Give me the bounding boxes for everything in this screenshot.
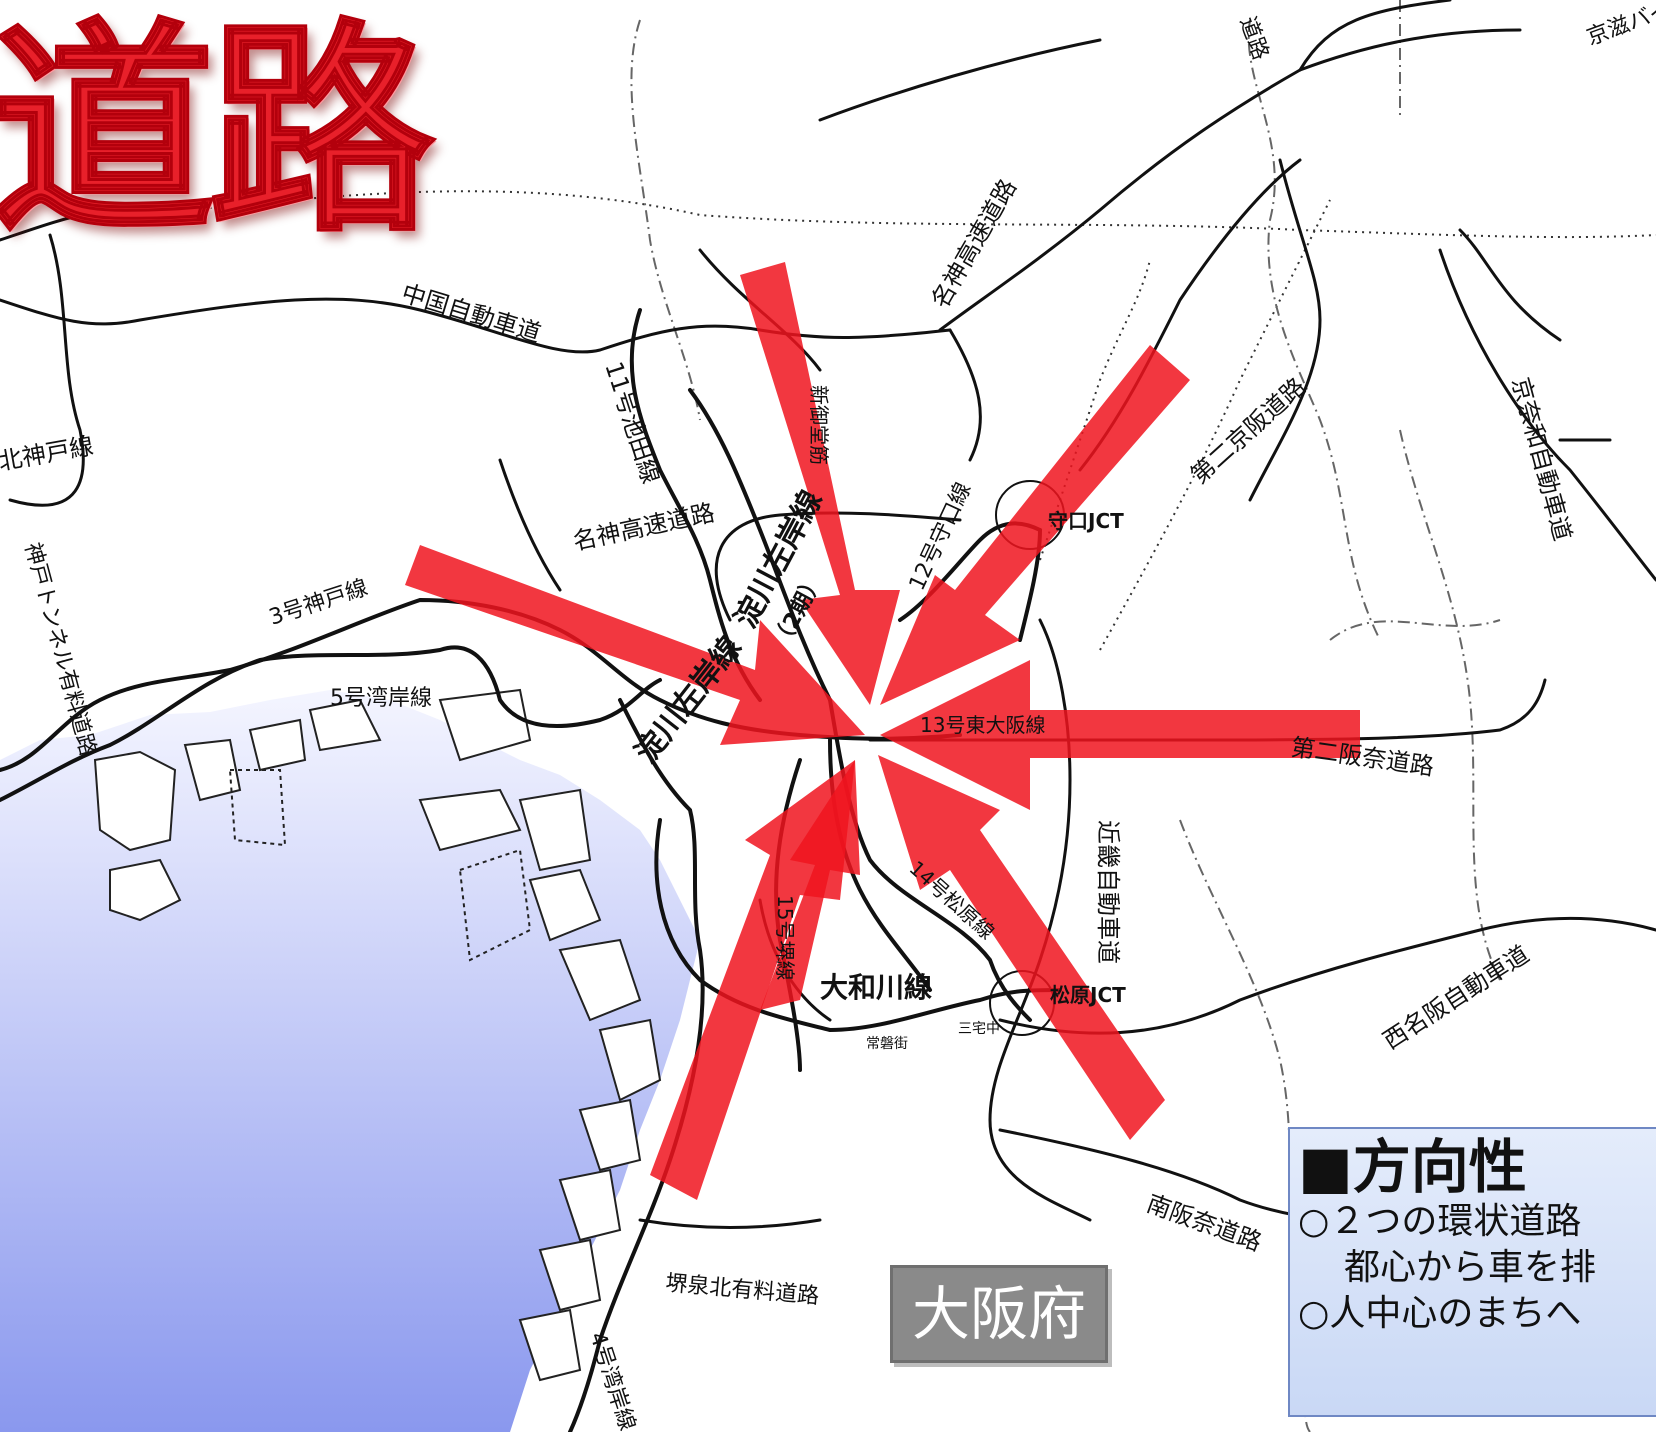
label-kinki: 近畿自動車道: [1094, 820, 1122, 964]
label-nishi-meihan: 西名阪自動車道: [1378, 940, 1534, 1055]
label-tokiwa: 常磐街: [866, 1036, 908, 1052]
prefecture-label: 大阪府: [890, 1265, 1108, 1363]
label-minami-hanna: 南阪奈道路: [1143, 1189, 1265, 1256]
arrow-southeast: [878, 755, 1165, 1140]
arrow-northwest: [405, 545, 865, 745]
label-matsubara-jct: 松原JCT: [1050, 983, 1126, 1007]
label-sakai15: 15号堺線: [773, 895, 797, 980]
label-senboku: 堺泉北有料道路: [664, 1271, 820, 1309]
label-keishiga: 京滋バイパス: [1584, 0, 1656, 51]
info-line-3: ○人中心のまちへ: [1298, 1293, 1582, 1334]
reclaimed-land: [93, 688, 662, 1382]
info-heading: ■方向性: [1298, 1133, 1527, 1201]
arrow-northeast: [880, 345, 1190, 705]
info-line-2: 都心から車を排: [1344, 1247, 1597, 1288]
arrow-east: [880, 660, 1360, 810]
label-sanpei: 三宅中: [958, 1021, 1000, 1037]
label-top-road: 道路: [1234, 14, 1273, 64]
label-yamatogawa: 大和川線: [820, 971, 932, 1004]
label-meishin-top: 名神高速道路: [926, 174, 1022, 313]
page-title: 道路: [0, 1, 436, 263]
label-moriguchi-jct: 守口JCT: [1048, 509, 1124, 533]
direction-info-box: ■方向性 ○２つの環状道路 都心から車を排 ○人中心のまちへ: [1288, 1127, 1656, 1417]
arrow-north: [740, 262, 900, 705]
label-wangan5: 5号湾岸線: [330, 686, 432, 711]
label-wangan4: 4号湾岸線: [584, 1329, 639, 1432]
converging-arrows: [405, 262, 1360, 1200]
label-kobe-tunnel: 神戸トンネル有料道路: [19, 540, 100, 759]
label-shin-midosuji: 新御堂筋: [807, 385, 831, 465]
arrow-southwest: [650, 760, 855, 1200]
arrow-south: [760, 760, 860, 1010]
osaka-bay: [0, 690, 700, 1432]
prefecture-borders: [139, 190, 1656, 651]
label-meishin-left: 名神高速道路: [570, 499, 717, 556]
info-line-1: ○２つの環状道路: [1298, 1201, 1582, 1242]
label-higashi-osaka: 13号東大阪線: [920, 713, 1045, 737]
label-daini-keihan: 第二京阪道路: [1185, 372, 1311, 489]
label-daini-hanna: 第二阪奈道路: [1289, 733, 1435, 781]
label-ikeda: 11号池田線: [599, 358, 665, 487]
label-keinawa: 京奈和自動車道: [1506, 374, 1577, 544]
label-chugoku: 中国自動車道: [398, 279, 544, 348]
label-kitakobe: 北神戸線: [0, 432, 96, 476]
